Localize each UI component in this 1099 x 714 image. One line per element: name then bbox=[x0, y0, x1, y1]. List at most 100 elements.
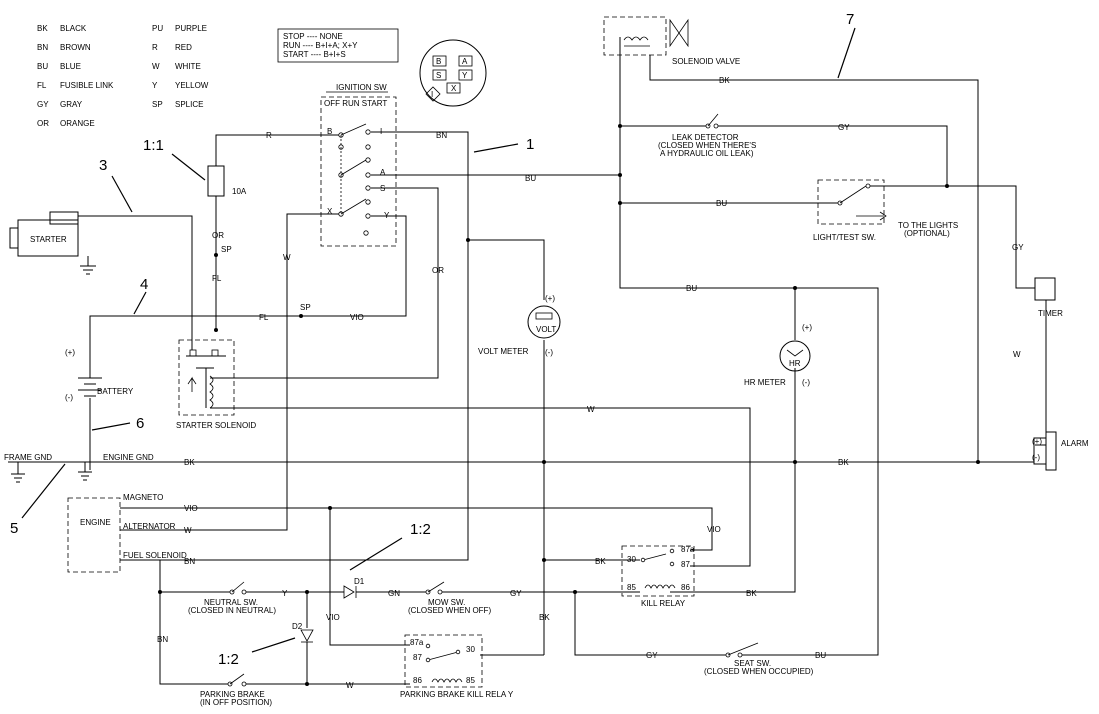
wire-label: VIO bbox=[184, 504, 198, 513]
hr-plus: (+) bbox=[802, 323, 812, 332]
callout-4: 4 bbox=[140, 276, 148, 293]
light-test-label: LIGHT/TEST SW. bbox=[813, 233, 876, 242]
legend-name: YELLOW bbox=[175, 81, 209, 90]
neutral-label: NEUTRAL SW. bbox=[204, 598, 258, 607]
legend-name: WHITE bbox=[175, 62, 201, 71]
callout-5: 5 bbox=[10, 520, 18, 537]
legend-code: BN bbox=[37, 43, 48, 52]
neutral-note: (CLOSED IN NEUTRAL) bbox=[188, 606, 276, 615]
legend-code: W bbox=[152, 62, 160, 71]
legend-name: ORANGE bbox=[60, 119, 95, 128]
wire-label: VIO bbox=[326, 613, 340, 622]
leak-detector-note: A HYDRAULIC OIL LEAK) bbox=[660, 149, 754, 158]
timer: TIMER bbox=[1034, 277, 1063, 318]
mow-label: MOW SW. bbox=[428, 598, 465, 607]
wire-label: VIO bbox=[707, 525, 721, 534]
hr-label: HR bbox=[789, 359, 801, 368]
frame-gnd-label: FRAME GND bbox=[4, 453, 52, 462]
volt-label: VOLT bbox=[536, 325, 556, 334]
term-b: B bbox=[327, 127, 332, 136]
solenoid-valve-label: SOLENOID VALVE bbox=[672, 57, 740, 66]
pin-30: 30 bbox=[627, 555, 636, 564]
alarm-label: ALARM bbox=[1061, 439, 1089, 448]
timer-label: TIMER bbox=[1038, 309, 1063, 318]
wire-label: BU bbox=[686, 284, 697, 293]
leak-detector-note: (CLOSED WHEN THERE'S bbox=[658, 141, 756, 150]
parking-brake-kill-relay: 87a 87 30 86 85 PARKING BRAKE KILL RELA … bbox=[400, 634, 514, 699]
parking-brake-note: (IN OFF POSITION) bbox=[200, 698, 272, 707]
wire-label: BN bbox=[184, 557, 195, 566]
legend-code: OR bbox=[37, 119, 49, 128]
legend-code: R bbox=[152, 43, 158, 52]
starter-solenoid-label: STARTER SOLENOID bbox=[176, 421, 256, 430]
legend-name: FUSIBLE LINK bbox=[60, 81, 114, 90]
engine-label: ENGINE bbox=[80, 518, 111, 527]
legend-name: PURPLE bbox=[175, 24, 207, 33]
neutral-switch: NEUTRAL SW. (CLOSED IN NEUTRAL) bbox=[188, 581, 276, 615]
volt-plus: (+) bbox=[545, 294, 555, 303]
pin-87a: 87a bbox=[410, 638, 424, 647]
wire-label: BK bbox=[746, 589, 757, 598]
legend-code: SP bbox=[152, 100, 163, 109]
seat-label: SEAT SW. bbox=[734, 659, 771, 668]
legend-name: BROWN bbox=[60, 43, 91, 52]
splices bbox=[158, 124, 980, 686]
battery-label: BATTERY bbox=[97, 387, 134, 396]
wire-label: BK bbox=[184, 458, 195, 467]
mow-switch: MOW SW. (CLOSED WHEN OFF) bbox=[408, 581, 491, 615]
callouts: 1 1:1 3 4 6 5 7 1:2 1:2 bbox=[10, 11, 856, 668]
legend-code: BK bbox=[37, 24, 48, 33]
callout-1-2: 1:2 bbox=[218, 651, 239, 668]
starter-solenoid: STARTER SOLENOID bbox=[176, 339, 256, 430]
legend-name: BLUE bbox=[60, 62, 81, 71]
wire-label: GY bbox=[510, 589, 522, 598]
state-run: RUN ---- B+I+A; X+Y bbox=[283, 41, 358, 50]
mow-note: (CLOSED WHEN OFF) bbox=[408, 606, 491, 615]
diode-d1: D1 bbox=[343, 577, 365, 599]
starter-motor: STARTER bbox=[9, 211, 96, 275]
kill-relay: 30 87a 87 85 86 KILL RELAY bbox=[621, 545, 695, 608]
wire-label: SP bbox=[221, 245, 232, 254]
leak-detector-label: LEAK DETECTOR bbox=[672, 133, 739, 142]
pin-label: S bbox=[436, 71, 441, 80]
ignition-title: IGNITION SW bbox=[336, 83, 387, 92]
state-stop: STOP ---- NONE bbox=[283, 32, 343, 41]
wire-label: OR bbox=[432, 266, 444, 275]
ignition-positions: OFF RUN START bbox=[324, 99, 387, 108]
wire-label: OR bbox=[212, 231, 224, 240]
fuse: 10A bbox=[207, 165, 247, 197]
alternator-label: ALTERNATOR bbox=[123, 522, 176, 531]
wire-label: BU bbox=[525, 174, 536, 183]
wire-label: BK bbox=[595, 557, 606, 566]
ignition-switch: IGNITION SW OFF RUN START B I A S X Y bbox=[320, 83, 397, 247]
wire-label: BN bbox=[157, 635, 168, 644]
pin-85: 85 bbox=[627, 583, 636, 592]
fuse-label: 10A bbox=[232, 187, 247, 196]
legend-name: SPLICE bbox=[175, 100, 203, 109]
fuel-solenoid-label: FUEL SOLENOID bbox=[123, 551, 187, 560]
magneto-label: MAGNETO bbox=[123, 493, 163, 502]
wire-label: BK bbox=[719, 76, 730, 85]
wire-label: BK bbox=[539, 613, 550, 622]
callout-1: 1 bbox=[526, 136, 534, 153]
seat-switch: SEAT SW. (CLOSED WHEN OCCUPIED) bbox=[704, 642, 814, 676]
ground-symbols: FRAME GND ENGINE GND bbox=[4, 453, 154, 483]
diode-d2: D2 bbox=[292, 622, 314, 643]
pin-85: 85 bbox=[466, 676, 475, 685]
wire-label: GN bbox=[388, 589, 400, 598]
legend-name: RED bbox=[175, 43, 192, 52]
kill-relay-label: KILL RELAY bbox=[641, 599, 686, 608]
volt-meter: VOLT (+) (-) VOLT METER bbox=[478, 294, 561, 357]
ignition-connector: B A S Y I X bbox=[419, 39, 487, 107]
pin-label: I bbox=[431, 90, 433, 99]
light-test-switch: LIGHT/TEST SW. TO THE LIGHTS (OPTIONAL) bbox=[813, 179, 958, 242]
state-start: START ---- B+I+S bbox=[283, 50, 346, 59]
callout-6: 6 bbox=[136, 415, 144, 432]
d1-label: D1 bbox=[354, 577, 365, 586]
wire-label: GY bbox=[646, 651, 658, 660]
wire-label: W bbox=[346, 681, 354, 690]
hr-minus: (-) bbox=[802, 378, 810, 387]
switch-states-table: STOP ---- NONE RUN ---- B+I+A; X+Y START… bbox=[277, 28, 399, 63]
wire-label: BK bbox=[838, 458, 849, 467]
